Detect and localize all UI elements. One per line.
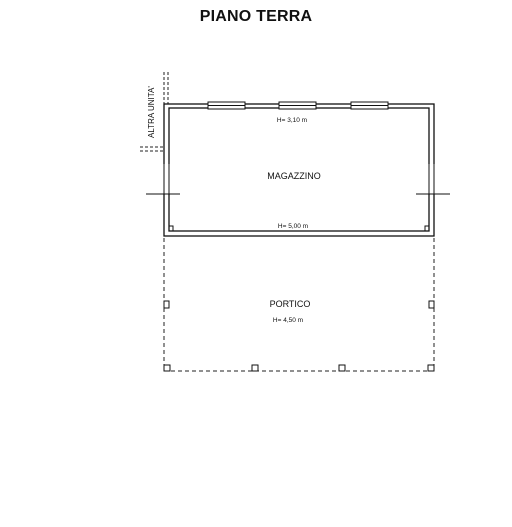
magazzino-height-top: H= 3,10 m: [277, 117, 307, 124]
section-marks: [146, 164, 450, 195]
magazzino-windows: [207, 101, 389, 110]
portico-label: PORTICO: [270, 299, 311, 309]
neighbor-unit-label: ALTRA UNITA': [147, 86, 156, 138]
pillar: [163, 300, 170, 309]
neighbor-wall: [140, 72, 169, 152]
portico-pillars: [163, 300, 435, 372]
floor-plan-title: PIANO TERRA: [199, 8, 313, 25]
pillar: [427, 364, 435, 372]
pillar: [251, 364, 259, 372]
pillar: [163, 364, 171, 372]
pillar: [428, 300, 435, 309]
portico-height: H= 4,50 m: [273, 317, 303, 324]
pillar: [338, 364, 346, 372]
wall-details: [168, 225, 430, 232]
magazzino-label: MAGAZZINO: [267, 171, 321, 181]
magazzino-height-bottom: H= 5,00 m: [278, 223, 308, 230]
